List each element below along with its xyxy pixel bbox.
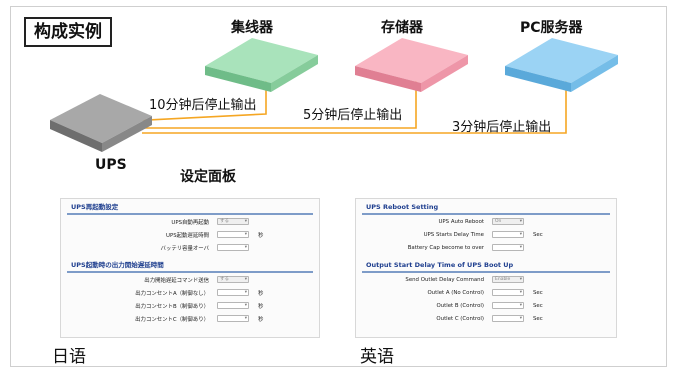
en-auto-reboot-label: UPS Auto Reboot — [438, 218, 484, 225]
en-outlet-a-unit: Sec — [533, 289, 543, 296]
jp-outlet-b-row: 出力コンセントB（制御あり） 秒 — [67, 299, 313, 312]
ups-device — [50, 94, 152, 152]
jp-auto-reboot-row: UPS自動再起動 する — [67, 215, 313, 228]
en-auto-reboot-row: UPS Auto Reboot On — [362, 215, 610, 228]
en-battery-cap-label: Battery Cap become to over — [407, 244, 484, 251]
connection-line-pc-server — [142, 74, 567, 134]
en-output-delay-section-header: Output Start Delay Time of UPS Boot Up — [362, 260, 610, 273]
en-outlet-a-select[interactable] — [492, 289, 524, 296]
en-start-delay-unit: Sec — [533, 231, 543, 238]
jp-settings-panel: UPS再起動設定 UPS自動再起動 する UPS起動遅延時間 秒 バッテリ容量オ… — [60, 198, 320, 338]
en-send-command-select[interactable]: Enable — [492, 276, 524, 283]
jp-outlet-c-label: 出力コンセントC（制御あり） — [135, 316, 209, 323]
hub-device — [205, 38, 318, 92]
jp-auto-reboot-label: UPS自動再起動 — [171, 219, 209, 226]
connection-line-storage — [142, 74, 417, 129]
jp-send-command-label: 出力開始遅延コマンド送信 — [144, 277, 209, 284]
en-send-command-row: Send Outlet Delay Command Enable — [362, 273, 610, 286]
pc-server-connection-label: 3分钟后停止输出 — [452, 120, 552, 135]
en-outlet-b-select[interactable] — [492, 302, 524, 309]
pc-server-device — [505, 38, 618, 92]
jp-outlet-a-row: 出力コンセントA（制御なし） 秒 — [67, 286, 313, 299]
storage-device — [355, 38, 468, 92]
en-outlet-c-row: Outlet C (Control) Sec — [362, 312, 610, 325]
en-output-delay-section: Output Start Delay Time of UPS Boot Up S… — [362, 260, 610, 325]
jp-outlet-a-select[interactable] — [217, 289, 249, 296]
jp-outlet-a-label: 出力コンセントA（制御なし） — [135, 290, 209, 297]
en-outlet-b-row: Outlet B (Control) Sec — [362, 299, 610, 312]
en-outlet-a-label: Outlet A (No Control) — [427, 289, 484, 296]
jp-output-delay-section-header: UPS起動時の出力開始遅延時間 — [67, 260, 313, 273]
en-reboot-section-header: UPS Reboot Setting — [362, 202, 610, 215]
jp-outlet-a-unit: 秒 — [258, 290, 264, 297]
en-caption: 英语 — [360, 347, 394, 367]
jp-outlet-c-select[interactable] — [217, 315, 249, 322]
jp-send-command-row: 出力開始遅延コマンド送信 する — [67, 273, 313, 286]
jp-start-delay-select[interactable] — [217, 231, 249, 238]
jp-reboot-section-header: UPS再起動設定 — [67, 202, 313, 215]
en-start-delay-select[interactable] — [492, 231, 524, 238]
en-settings-panel: UPS Reboot Setting UPS Auto Reboot On UP… — [355, 198, 617, 338]
en-outlet-a-row: Outlet A (No Control) Sec — [362, 286, 610, 299]
en-outlet-c-unit: Sec — [533, 315, 543, 322]
jp-outlet-b-unit: 秒 — [258, 303, 264, 310]
pc-server-label: PC服务器 — [520, 20, 583, 36]
en-reboot-section: UPS Reboot Setting UPS Auto Reboot On UP… — [362, 202, 610, 254]
jp-start-delay-unit: 秒 — [258, 232, 264, 239]
jp-outlet-b-select[interactable] — [217, 302, 249, 309]
jp-send-command-select[interactable]: する — [217, 276, 249, 283]
jp-output-delay-section: UPS起動時の出力開始遅延時間 出力開始遅延コマンド送信 する 出力コンセントA… — [67, 260, 313, 325]
storage-label: 存储器 — [381, 20, 423, 36]
en-battery-cap-select[interactable] — [492, 244, 524, 251]
storage-connection-label: 5分钟后停止输出 — [303, 108, 403, 123]
diagram-title: 构成实例 — [24, 17, 112, 47]
jp-auto-reboot-select[interactable]: する — [217, 218, 249, 225]
en-outlet-c-label: Outlet C (Control) — [436, 315, 484, 322]
page-frame — [10, 6, 667, 367]
jp-reboot-section: UPS再起動設定 UPS自動再起動 する UPS起動遅延時間 秒 バッテリ容量オ… — [67, 202, 313, 254]
en-send-command-label: Send Outlet Delay Command — [405, 276, 484, 283]
settings-panel-label: 设定面板 — [180, 169, 236, 185]
en-start-delay-row: UPS Starts Delay Time Sec — [362, 228, 610, 241]
hub-label: 集线器 — [231, 20, 273, 36]
en-battery-cap-row: Battery Cap become to over — [362, 241, 610, 254]
en-start-delay-label: UPS Starts Delay Time — [423, 231, 484, 238]
hub-connection-label: 10分钟后停止输出 — [149, 98, 257, 113]
en-outlet-b-label: Outlet B (Control) — [436, 302, 484, 309]
jp-battery-cap-label: バッテリ容量オーバ — [160, 245, 209, 252]
ups-label: UPS — [95, 157, 127, 173]
en-outlet-c-select[interactable] — [492, 315, 524, 322]
jp-battery-cap-row: バッテリ容量オーバ — [67, 241, 313, 254]
jp-outlet-c-row: 出力コンセントC（制御あり） 秒 — [67, 312, 313, 325]
jp-start-delay-row: UPS起動遅延時間 秒 — [67, 228, 313, 241]
jp-battery-cap-select[interactable] — [217, 244, 249, 251]
jp-start-delay-label: UPS起動遅延時間 — [166, 232, 209, 239]
en-outlet-b-unit: Sec — [533, 302, 543, 309]
jp-outlet-c-unit: 秒 — [258, 316, 264, 323]
jp-caption: 日语 — [52, 347, 86, 367]
jp-outlet-b-label: 出力コンセントB（制御あり） — [135, 303, 209, 310]
en-auto-reboot-select[interactable]: On — [492, 218, 524, 225]
